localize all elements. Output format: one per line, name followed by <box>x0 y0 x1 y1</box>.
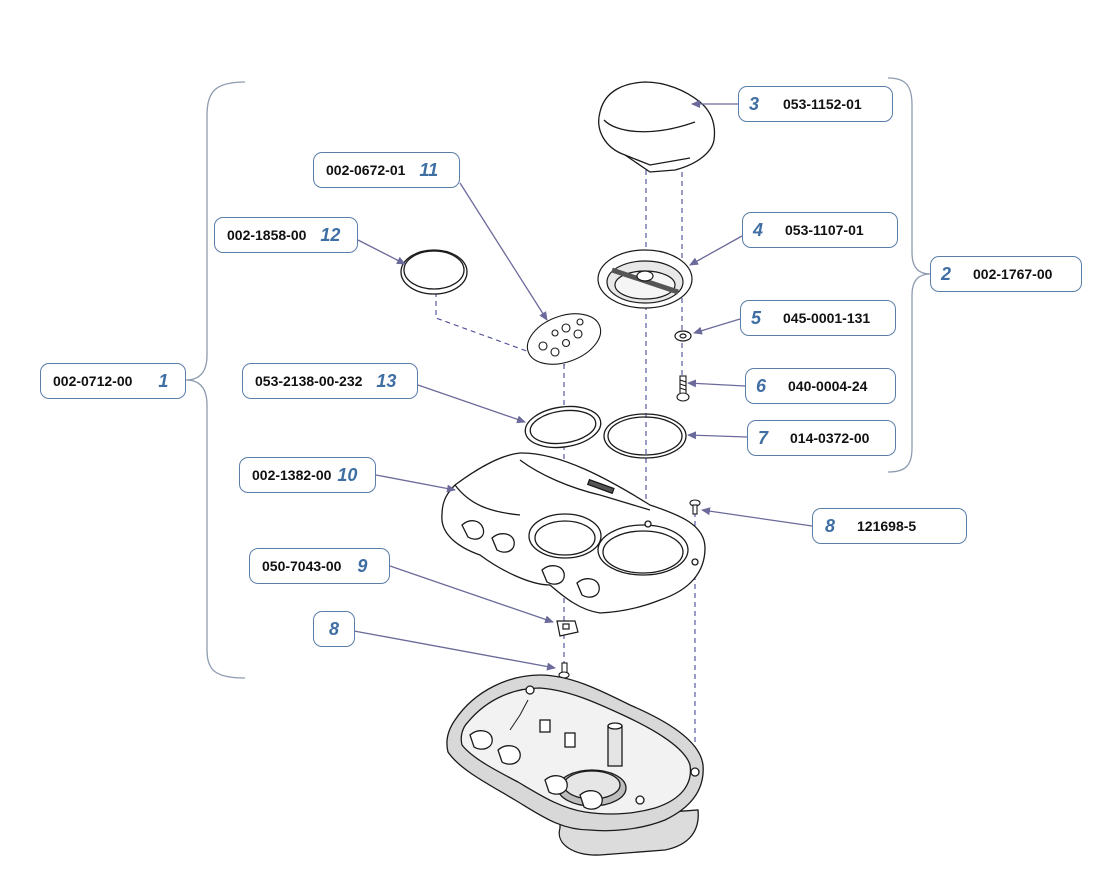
item-number-8-bottom: 8 <box>328 618 339 639</box>
callout-item-3: 3 053-1152-01 <box>738 86 893 122</box>
part-number-12: 002-1858-00 <box>227 227 307 243</box>
part-screw-8-bottom <box>558 662 570 679</box>
part-number-2: 002-1767-00 <box>973 266 1053 282</box>
leader-4 <box>689 235 743 266</box>
part-number-1: 002-0712-00 <box>53 373 133 389</box>
callout-item-10: 002-1382-00 10 <box>239 457 376 493</box>
leader-9 <box>389 565 554 624</box>
part-number-4: 053-1107-01 <box>785 222 864 238</box>
callout-item-2: 2 002-1767-00 <box>930 256 1082 292</box>
leader-11 <box>459 182 548 321</box>
bracket-assembly-1 <box>185 81 246 679</box>
item-number-3: 3 <box>749 93 760 114</box>
callout-item-7: 7 014-0372-00 <box>747 420 896 456</box>
item-number-8-top: 8 <box>825 515 836 536</box>
part-number-3: 053-1152-01 <box>783 96 862 112</box>
callout-item-8-bottom: 8 <box>313 611 355 647</box>
part-number-9: 050-7043-00 <box>262 558 342 574</box>
callout-item-5: 5 045-0001-131 <box>740 300 896 336</box>
part-number-11: 002-0672-01 <box>326 162 406 178</box>
leader-5 <box>693 318 741 335</box>
part-keypad <box>526 313 602 365</box>
callout-item-13: 053-2138-00-232 13 <box>242 363 418 399</box>
part-gasket-small <box>524 405 602 449</box>
part-number-6: 040-0004-24 <box>788 378 868 394</box>
leader-10 <box>375 474 456 493</box>
part-knob <box>597 249 693 309</box>
callout-item-8-top: 8 121698-5 <box>812 508 967 544</box>
leader-8-bottom <box>353 630 556 671</box>
item-number-11: 11 <box>419 159 439 180</box>
part-number-8-top: 121698-5 <box>857 518 917 534</box>
leader-8-top <box>701 507 813 527</box>
item-number-2: 2 <box>941 263 952 284</box>
part-screw-6 <box>676 375 690 402</box>
part-base-housing <box>446 674 704 856</box>
item-number-1: 1 <box>158 370 169 391</box>
part-clip <box>556 620 579 637</box>
item-number-7: 7 <box>758 427 769 448</box>
item-number-6: 6 <box>756 375 767 396</box>
part-o-ring <box>603 413 687 459</box>
leader-13 <box>417 384 526 424</box>
part-number-5: 045-0001-131 <box>783 310 871 326</box>
bracket-assembly-2 <box>887 77 931 473</box>
part-number-13: 053-2138-00-232 <box>255 373 363 389</box>
leader-6 <box>687 379 746 388</box>
callout-item-1: 002-0712-00 1 <box>40 363 186 399</box>
item-number-9: 9 <box>357 555 368 576</box>
item-number-5: 5 <box>751 307 762 328</box>
callout-item-4: 4 053-1107-01 <box>742 212 898 248</box>
callout-item-6: 6 040-0004-24 <box>745 368 896 404</box>
part-screw-8-top <box>689 499 701 515</box>
part-washer <box>674 330 692 342</box>
item-number-12: 12 <box>320 224 341 245</box>
leader-12 <box>357 239 406 265</box>
callout-item-11: 002-0672-01 11 <box>313 152 460 188</box>
part-top-housing <box>441 452 706 614</box>
item-number-10: 10 <box>337 464 358 485</box>
part-cover <box>598 81 716 173</box>
callout-item-12: 002-1858-00 12 <box>214 217 358 253</box>
item-number-13: 13 <box>376 370 397 391</box>
callout-item-9: 050-7043-00 9 <box>249 548 390 584</box>
part-number-10: 002-1382-00 <box>252 467 332 483</box>
part-number-7: 014-0372-00 <box>790 430 870 446</box>
part-lens <box>400 249 468 295</box>
item-number-4: 4 <box>753 219 764 240</box>
leader-7 <box>687 431 748 440</box>
leader-lines <box>353 100 813 671</box>
